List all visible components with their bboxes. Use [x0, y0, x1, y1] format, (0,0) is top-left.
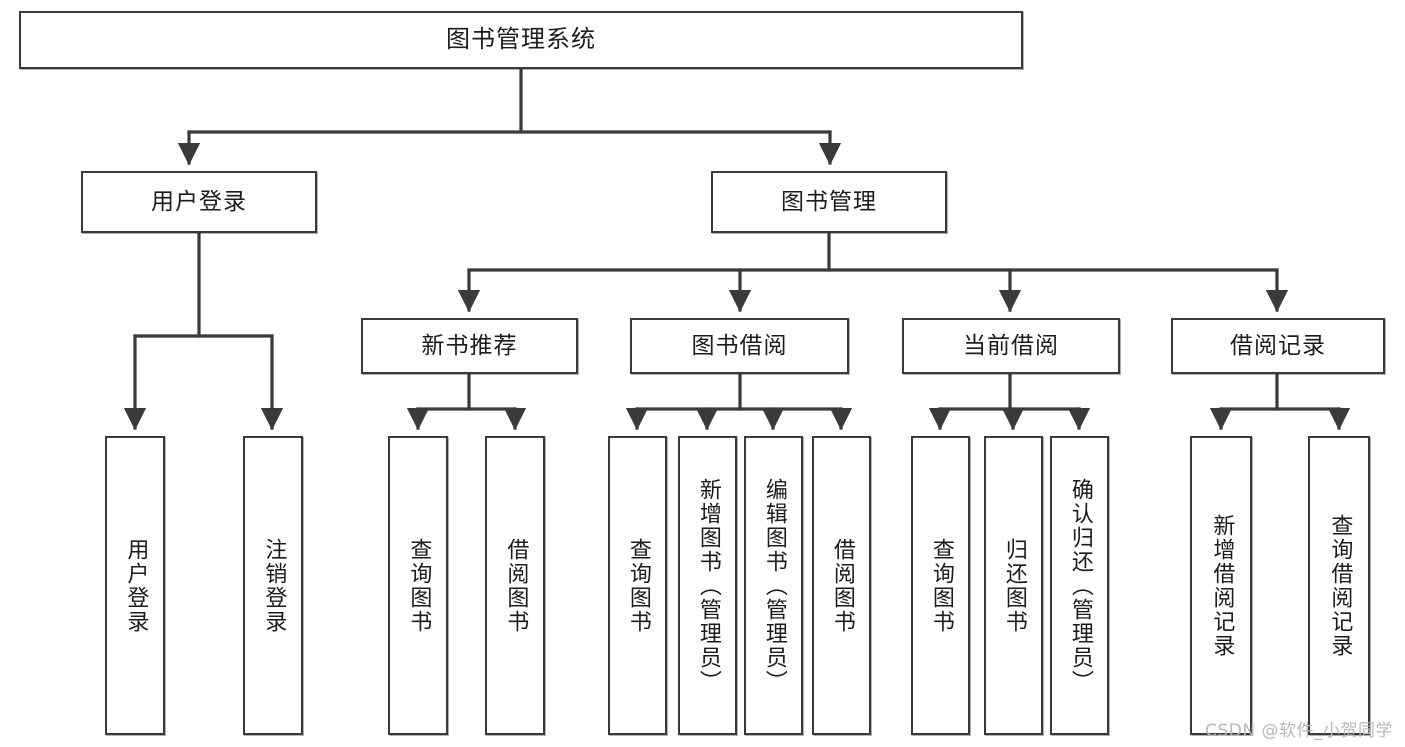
leaf-confirm-return-label: 确认归还（管理员）: [1067, 477, 1093, 694]
leaf-return-book-label: 归还图书: [1001, 537, 1027, 634]
leaf-borrow-book-1[interactable]: 借阅图书: [485, 436, 545, 735]
node-root[interactable]: 图书管理系统: [19, 11, 1023, 69]
leaf-query-book-1[interactable]: 查询图书: [388, 436, 448, 735]
leaf-query-book-2[interactable]: 查询图书: [608, 436, 667, 735]
leaf-query-book-1-label: 查询图书: [406, 537, 432, 634]
leaf-logout[interactable]: 注销登录: [243, 436, 303, 735]
leaf-user-login-label: 用户登录: [123, 537, 149, 634]
node-borrow-record-label: 借阅记录: [1230, 332, 1326, 359]
leaf-query-record-label: 查询借阅记录: [1327, 513, 1353, 658]
node-book-manage-label: 图书管理: [781, 188, 877, 215]
leaf-query-record[interactable]: 查询借阅记录: [1308, 436, 1370, 735]
leaf-add-book[interactable]: 新增图书（管理员）: [678, 436, 737, 735]
leaf-edit-book-label: 编辑图书（管理员）: [761, 477, 787, 694]
leaf-borrow-book-2[interactable]: 借阅图书: [812, 436, 871, 735]
leaf-borrow-book-2-label: 借阅图书: [829, 537, 855, 634]
node-current-borrow-label: 当前借阅: [963, 332, 1059, 359]
node-borrow-record[interactable]: 借阅记录: [1171, 318, 1385, 374]
node-root-label: 图书管理系统: [446, 25, 596, 54]
leaf-user-login[interactable]: 用户登录: [105, 436, 165, 735]
leaf-query-book-2-label: 查询图书: [625, 537, 651, 634]
node-new-book-rec[interactable]: 新书推荐: [361, 318, 578, 374]
node-user-login[interactable]: 用户登录: [81, 171, 317, 233]
leaf-add-book-label: 新增图书（管理员）: [695, 477, 721, 694]
leaf-confirm-return[interactable]: 确认归还（管理员）: [1050, 436, 1109, 735]
leaf-add-record[interactable]: 新增借阅记录: [1190, 436, 1252, 735]
leaf-add-record-label: 新增借阅记录: [1209, 513, 1235, 658]
node-user-login-label: 用户登录: [151, 188, 247, 215]
node-current-borrow[interactable]: 当前借阅: [902, 318, 1120, 374]
node-new-book-rec-label: 新书推荐: [421, 332, 518, 359]
leaf-borrow-book-1-label: 借阅图书: [503, 537, 529, 634]
leaf-edit-book[interactable]: 编辑图书（管理员）: [744, 436, 803, 735]
node-book-borrow[interactable]: 图书借阅: [630, 318, 849, 374]
watermark: CSDN @软件_小贺同学: [1205, 721, 1393, 741]
leaf-query-book-3-label: 查询图书: [928, 537, 954, 634]
node-book-manage[interactable]: 图书管理: [711, 171, 947, 233]
leaf-query-book-3[interactable]: 查询图书: [911, 436, 970, 735]
node-book-borrow-label: 图书借阅: [691, 332, 788, 359]
leaf-logout-label: 注销登录: [261, 537, 287, 634]
leaf-return-book[interactable]: 归还图书: [984, 436, 1043, 735]
